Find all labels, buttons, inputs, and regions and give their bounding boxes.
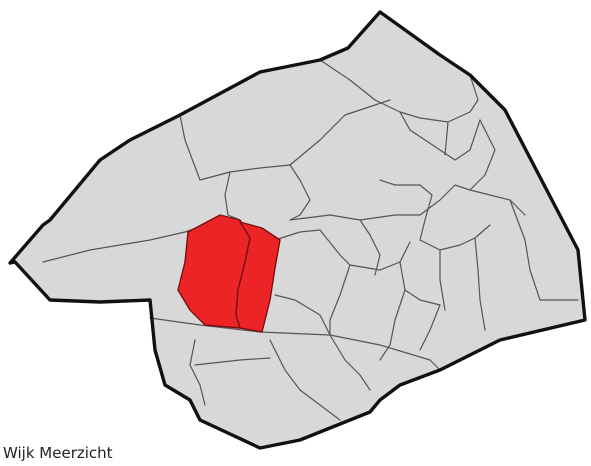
map-caption: Wijk Meerzicht [3,444,113,462]
district-borders [42,59,579,421]
highlighted-district-meerzicht [177,214,281,333]
city-area [9,11,586,449]
city-boundary [8,10,587,450]
